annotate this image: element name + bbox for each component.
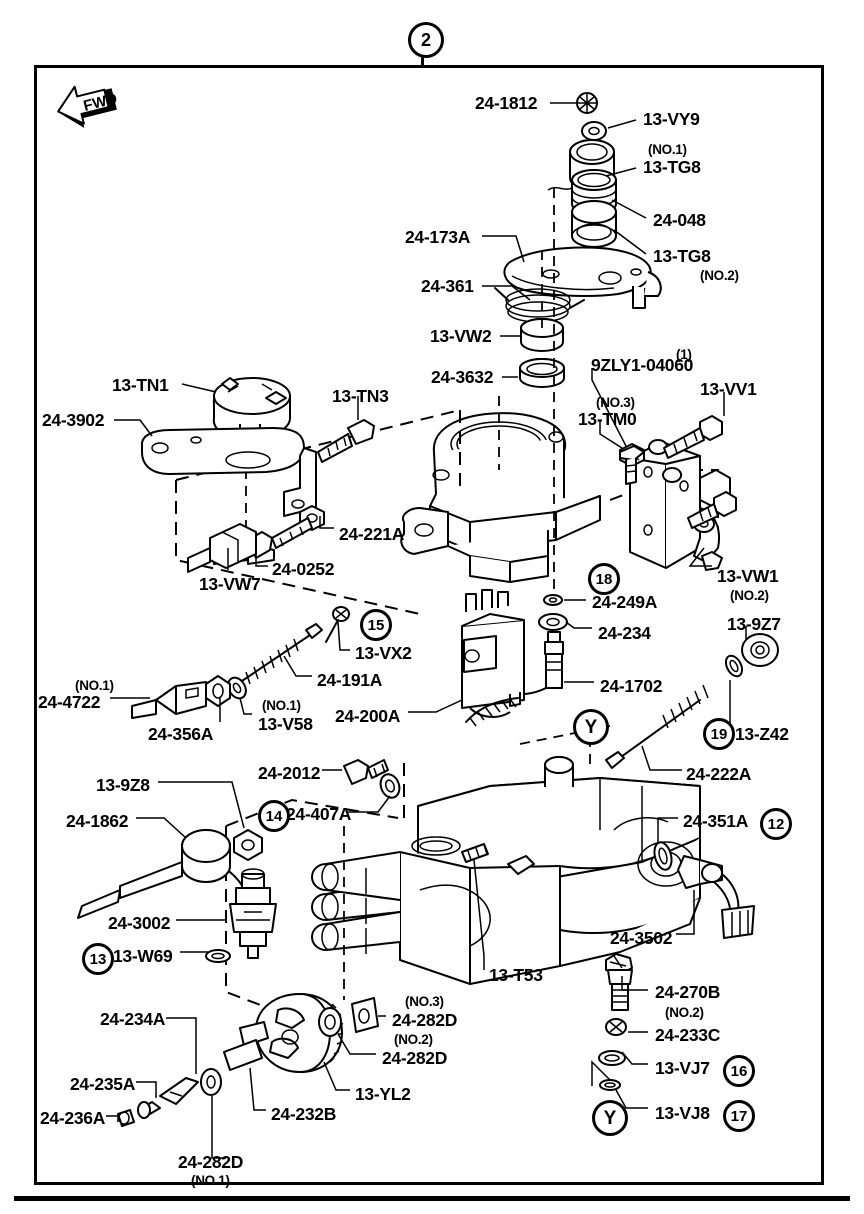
index-marker-19: 19	[703, 718, 735, 750]
part-label-no-1: (NO.1)	[75, 678, 114, 693]
index-marker-14: 14	[258, 800, 290, 832]
part-label-13-tg8: 13-TG8	[653, 246, 711, 266]
part-label-24-361: 24-361	[421, 276, 474, 296]
part-label-13-vj8: 13-VJ8	[655, 1103, 710, 1123]
index-marker-15: 15	[360, 609, 392, 641]
part-label-13-tn1: 13-TN1	[112, 375, 169, 395]
index-marker-18: 18	[588, 563, 620, 595]
index-marker-y: Y	[592, 1100, 628, 1136]
page-bottom-rule	[14, 1196, 850, 1201]
part-label-24-3002: 24-3002	[108, 913, 171, 933]
part-label-no-2: (NO.2)	[394, 1032, 433, 1047]
part-label-13-vw1: 13-VW1	[717, 566, 779, 586]
part-label-13-v58: 13-V58	[258, 714, 313, 734]
part-label-24-270b: 24-270B	[655, 982, 721, 1002]
part-label-24-4722: 24-4722	[38, 692, 101, 712]
part-label-24-232b: 24-232B	[271, 1104, 337, 1124]
part-label-24-236a: 24-236A	[40, 1108, 106, 1128]
part-label-no-3: (NO.3)	[596, 395, 635, 410]
part-label-1: (1)	[676, 347, 692, 362]
part-label-24-3632: 24-3632	[431, 367, 494, 387]
part-label-13-z42: 13-Z42	[735, 724, 789, 744]
index-marker-y: Y	[573, 709, 609, 745]
part-label-24-3902: 24-3902	[42, 410, 105, 430]
part-label-13-9z7: 13-9Z7	[727, 614, 781, 634]
index-marker-13: 13	[82, 943, 114, 975]
part-label-13-vx2: 13-VX2	[355, 643, 412, 663]
index-callout-stem	[421, 52, 424, 68]
part-label-24-356a: 24-356A	[148, 724, 214, 744]
part-label-no-1: (NO.1)	[648, 142, 687, 157]
part-label-13-w69: 13-W69	[113, 946, 173, 966]
part-label-24-233c: 24-233C	[655, 1025, 721, 1045]
part-label-13-vy9: 13-VY9	[643, 109, 700, 129]
part-label-24-249a: 24-249A	[592, 592, 658, 612]
part-label-13-vw7: 13-VW7	[199, 574, 261, 594]
part-label-13-9z8: 13-9Z8	[96, 775, 150, 795]
part-label-no-2: (NO.2)	[730, 588, 769, 603]
index-marker-12: 12	[760, 808, 792, 840]
part-label-24-200a: 24-200A	[335, 706, 401, 726]
part-label-no-2: (NO.2)	[665, 1005, 704, 1020]
part-label-24-0252: 24-0252	[272, 559, 335, 579]
part-label-24-282d: 24-282D	[382, 1048, 448, 1068]
part-label-24-282d: 24-282D	[392, 1010, 458, 1030]
part-label-13-t53: 13-T53	[489, 965, 543, 985]
part-label-13-vj7: 13-VJ7	[655, 1058, 710, 1078]
part-label-no-1: (NO.1)	[262, 698, 301, 713]
part-label-no-2: (NO.2)	[700, 268, 739, 283]
fwd-direction-arrow: FWD	[57, 85, 119, 129]
part-label-24-351a: 24-351A	[683, 811, 749, 831]
part-label-24-407a: 24-407A	[286, 804, 352, 824]
part-label-24-1862: 24-1862	[66, 811, 129, 831]
part-label-no-3: (NO.3)	[405, 994, 444, 1009]
part-label-24-048: 24-048	[653, 210, 706, 230]
part-label-24-3502: 24-3502	[610, 928, 673, 948]
part-label-24-221a: 24-221A	[339, 524, 405, 544]
part-label-24-222a: 24-222A	[686, 764, 752, 784]
part-label-24-234: 24-234	[598, 623, 651, 643]
index-marker-2: 2	[408, 22, 444, 58]
diagram-frame	[34, 65, 824, 1185]
part-label-13-tn3: 13-TN3	[332, 386, 389, 406]
part-label-24-1812: 24-1812	[475, 93, 538, 113]
part-label-13-vw2: 13-VW2	[430, 326, 492, 346]
part-label-24-282d: 24-282D	[178, 1152, 244, 1172]
part-label-13-vv1: 13-VV1	[700, 379, 757, 399]
part-label-13-tm0: 13-TM0	[578, 409, 637, 429]
part-label-13-yl2: 13-YL2	[355, 1084, 411, 1104]
part-label-24-191a: 24-191A	[317, 670, 383, 690]
part-label-9zly1-04060: 9ZLY1-04060	[591, 355, 694, 375]
index-marker-17: 17	[723, 1100, 755, 1132]
part-label-24-234a: 24-234A	[100, 1009, 166, 1029]
part-label-24-2012: 24-2012	[258, 763, 321, 783]
index-marker-16: 16	[723, 1055, 755, 1087]
part-label-24-173a: 24-173A	[405, 227, 471, 247]
part-label-24-1702: 24-1702	[600, 676, 663, 696]
part-label-no-1: (NO.1)	[191, 1173, 230, 1188]
part-label-13-tg8: 13-TG8	[643, 157, 701, 177]
part-label-24-235a: 24-235A	[70, 1074, 136, 1094]
